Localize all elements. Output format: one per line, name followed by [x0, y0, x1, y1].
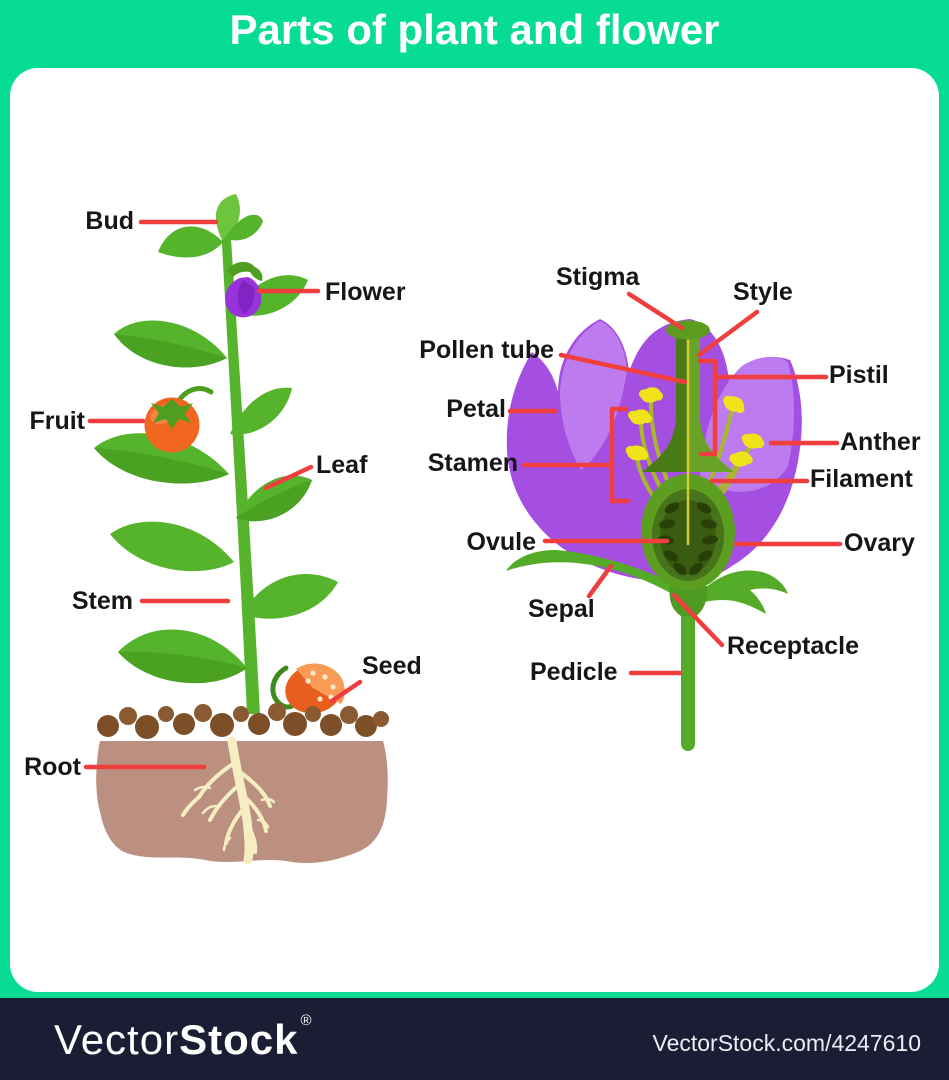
label-sepal: Sepal — [528, 595, 595, 623]
label-pollen-tube: Pollen tube — [419, 336, 554, 364]
label-stamen: Stamen — [427, 449, 518, 477]
label-pistil: Pistil — [829, 361, 889, 389]
label-fruit: Fruit — [29, 407, 85, 435]
label-bud: Bud — [85, 207, 134, 235]
page-title: Parts of plant and flower — [229, 6, 720, 53]
label-style: Style — [733, 278, 793, 306]
label-leaf: Leaf — [316, 451, 368, 479]
label-seed: Seed — [362, 652, 422, 680]
label-anther: Anther — [840, 428, 921, 456]
attribution-url: VectorStock.com/4247610 — [652, 1030, 922, 1056]
watermark-bar: VectorStock® VectorStock.com/4247610 — [0, 998, 949, 1080]
label-filament: Filament — [810, 465, 913, 493]
label-stigma: Stigma — [556, 263, 640, 291]
label-stem: Stem — [71, 587, 133, 615]
label-receptacle: Receptacle — [727, 632, 860, 660]
brand-bold: Stock — [179, 1016, 299, 1063]
label-petal: Petal — [446, 395, 506, 423]
label-pedicle: Pedicle — [530, 658, 618, 686]
label-root: Root — [24, 753, 81, 781]
label-flower: Flower — [325, 278, 406, 306]
brand-light: Vector — [54, 1016, 180, 1063]
vectorstock-logo: VectorStock® — [54, 1012, 312, 1064]
label-ovule: Ovule — [466, 528, 536, 556]
label-ovary: Ovary — [844, 529, 915, 557]
registered-mark-icon: ® — [300, 1012, 313, 1029]
